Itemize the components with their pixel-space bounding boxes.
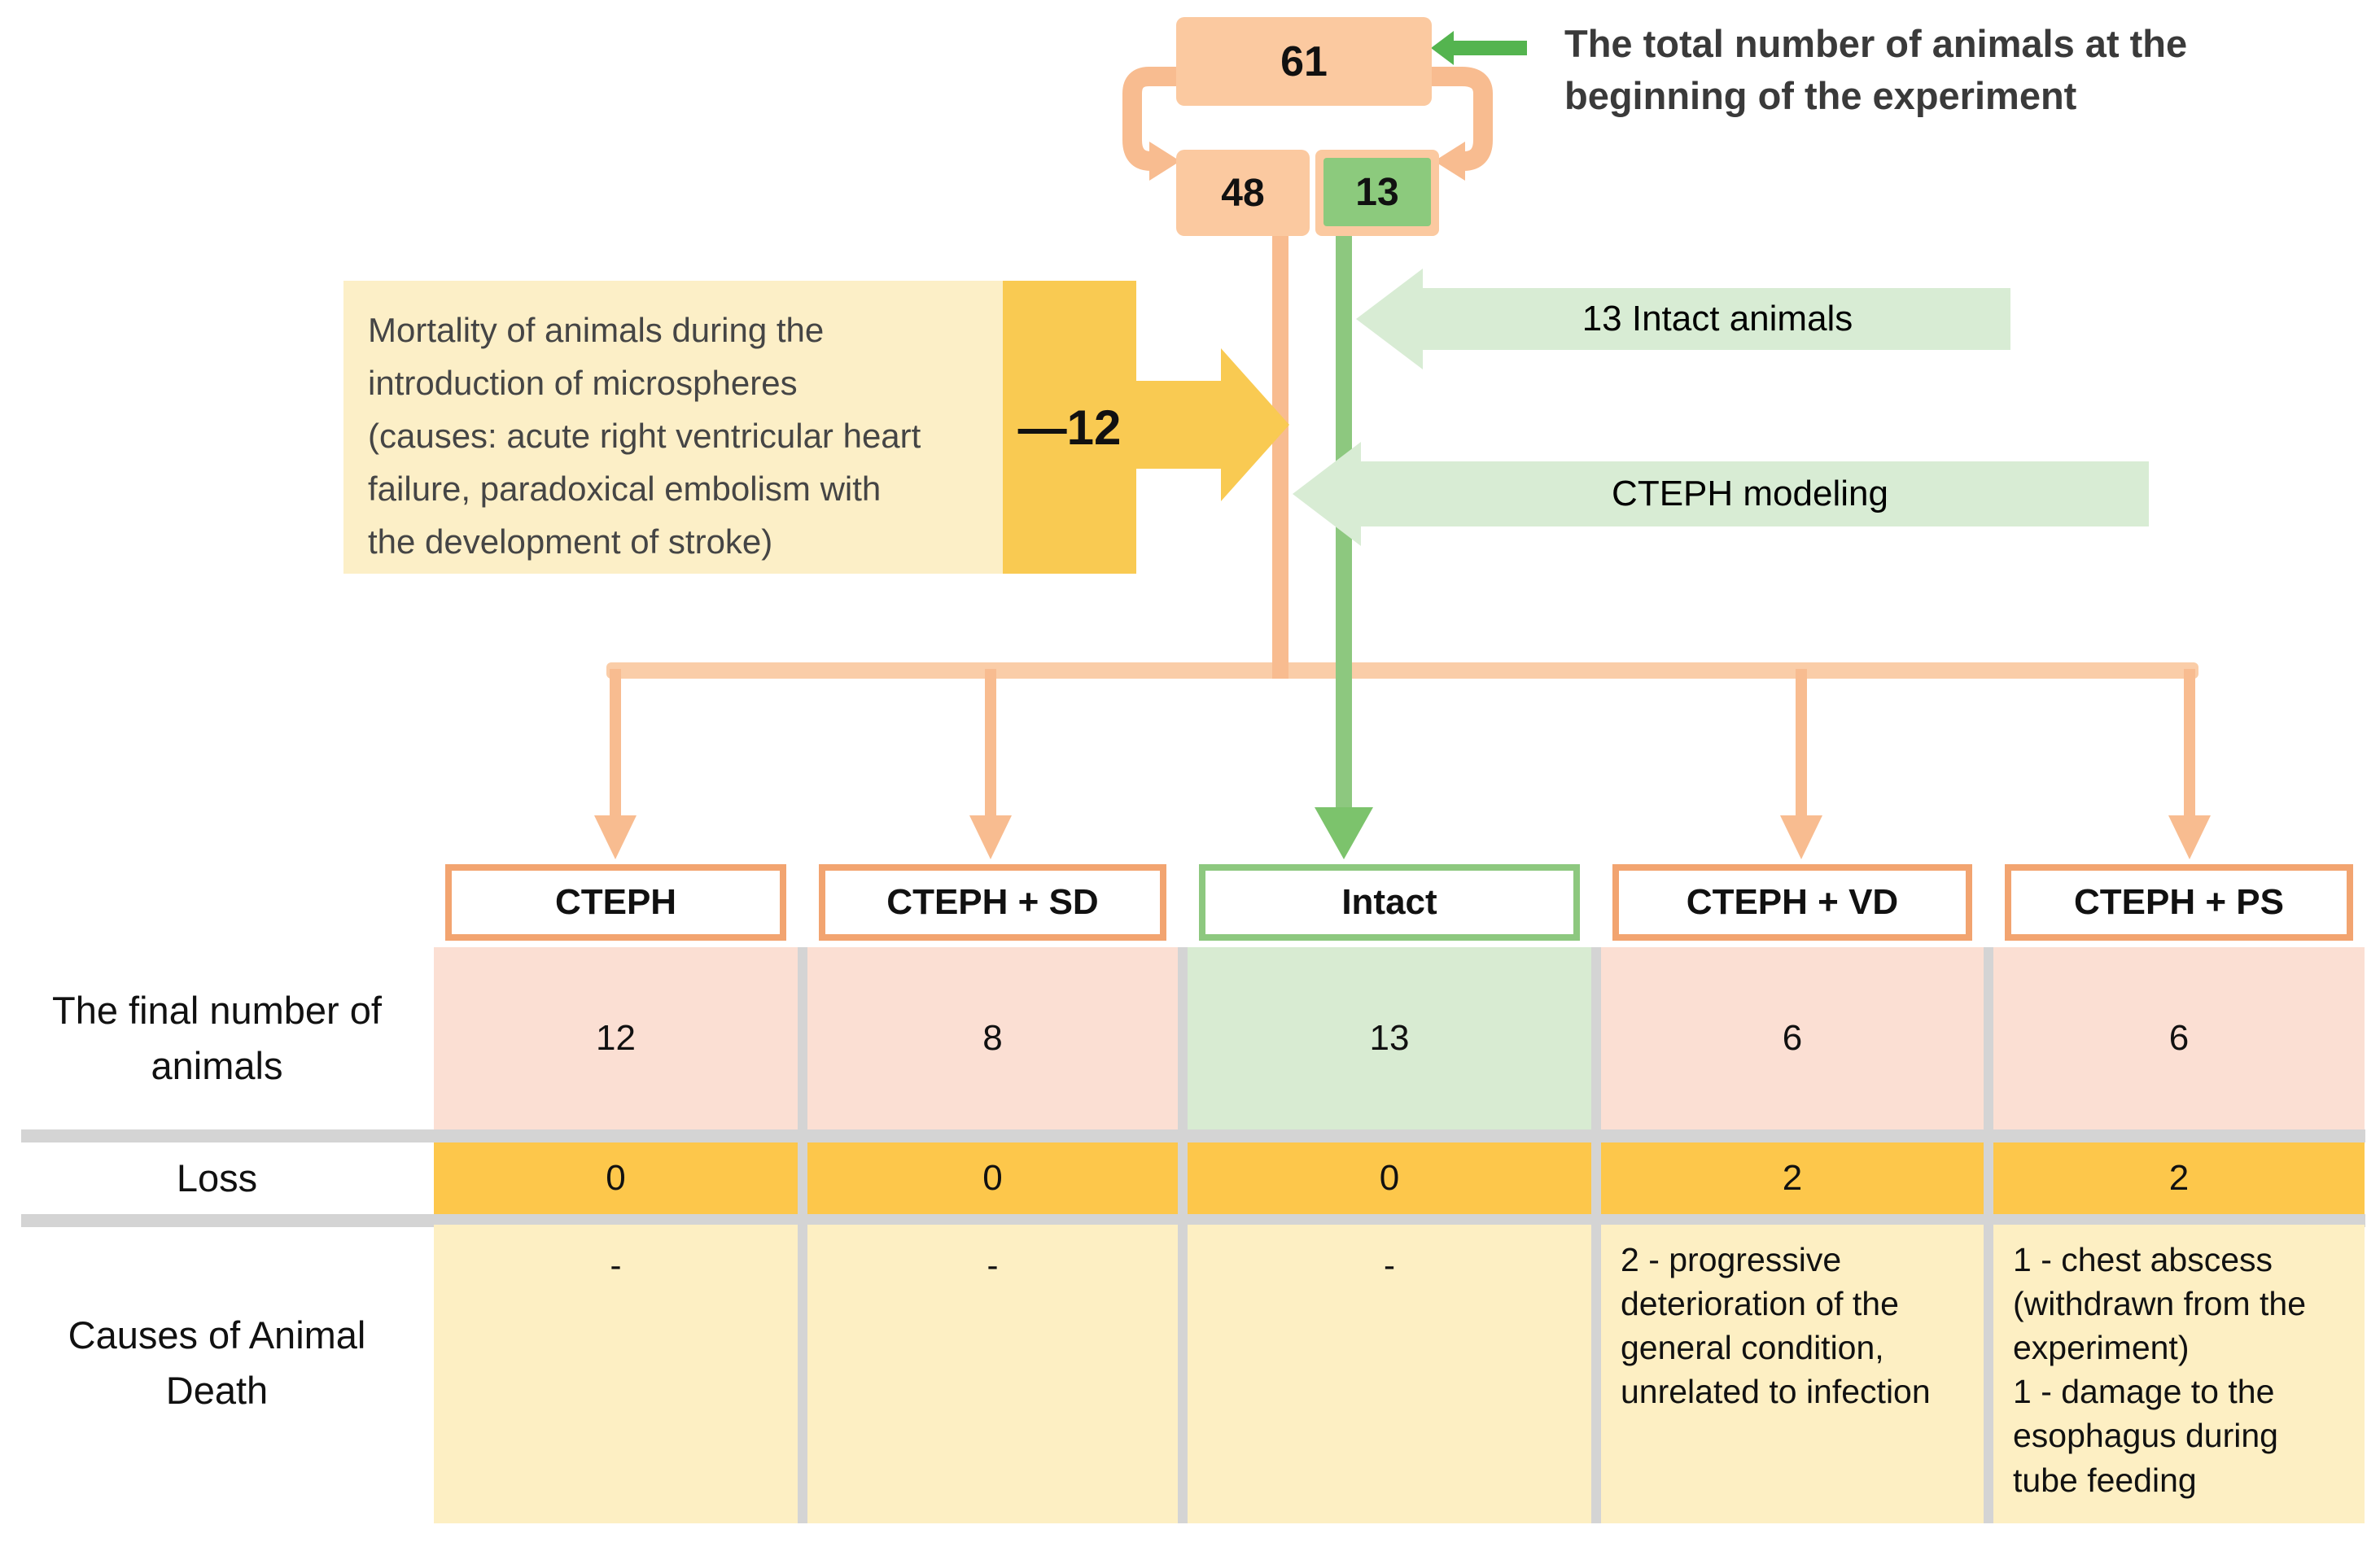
- mortality-delta-badge: —12: [1003, 281, 1136, 574]
- intact-group-count: 13: [1323, 158, 1431, 226]
- row-label-loss: Loss: [0, 1142, 434, 1214]
- column-divider: [1984, 947, 1993, 1523]
- loss-cteph: 0: [434, 1142, 798, 1214]
- branch-line: [606, 662, 2198, 679]
- column-divider: [798, 947, 807, 1523]
- total-animals-box: 61: [1176, 17, 1432, 106]
- column-divider: [1178, 947, 1188, 1523]
- intact-animals-arrow-label: 13 Intact animals: [1582, 299, 1853, 339]
- group-header-intact: Intact: [1199, 864, 1580, 941]
- causes-cteph-vd-text: 2 - progressive deterioration of the gen…: [1621, 1241, 1931, 1411]
- row-label-causes-text: Causes of Animal Death: [68, 1313, 366, 1412]
- drop-arrow-cteph-sd: [969, 669, 1012, 859]
- cteph-modeling-arrow-label: CTEPH modeling: [1612, 474, 1888, 513]
- drop-arrow-cteph-vd: [1780, 669, 1822, 859]
- drop-arrow-cteph: [594, 669, 637, 859]
- cteph-group-stem: [1272, 234, 1288, 679]
- row-label-final-number: The final number of animals: [0, 947, 434, 1129]
- loss-cteph-vd: 2: [1601, 1142, 1984, 1214]
- causes-cteph-ps-text: 1 - chest abscess (withdrawn from the ex…: [2013, 1241, 2307, 1499]
- column-divider: [1591, 947, 1601, 1523]
- final-number-cteph-vd: 6: [1601, 947, 1984, 1129]
- elbow-arrow-left: [1122, 67, 1180, 181]
- final-number-cteph-sd: 8: [807, 947, 1178, 1129]
- group-header-cteph-sd: CTEPH + SD: [819, 864, 1166, 941]
- intact-stem-arrow: [1315, 234, 1373, 859]
- causes-cteph: -: [434, 1225, 798, 1523]
- causes-cteph-vd: 2 - progressive deterioration of the gen…: [1601, 1225, 1984, 1523]
- row-label-final-number-text: The final number of animals: [52, 988, 382, 1087]
- total-annotation-arrow: [1431, 31, 1527, 65]
- mortality-note-text: Mortality of animals during the introduc…: [368, 311, 921, 561]
- group-header-cteph: CTEPH: [445, 864, 786, 941]
- group-header-cteph-vd: CTEPH + VD: [1612, 864, 1972, 941]
- mortality-note-box: [343, 281, 1003, 574]
- total-annotation-text: The total number of animals at the begin…: [1564, 22, 2188, 117]
- final-number-cteph: 12: [434, 947, 798, 1129]
- drop-arrow-cteph-ps: [2168, 669, 2211, 859]
- final-number-cteph-ps: 6: [1993, 947, 2365, 1129]
- causes-cteph-sd: -: [807, 1225, 1178, 1523]
- loss-cteph-ps: 2: [1993, 1142, 2365, 1214]
- intact-group-box: 13: [1315, 150, 1439, 236]
- row-divider: [21, 1214, 2365, 1227]
- causes-intact: -: [1188, 1225, 1591, 1523]
- row-label-loss-text: Loss: [176, 1156, 258, 1199]
- group-header-cteph-ps: CTEPH + PS: [2005, 864, 2353, 941]
- row-label-causes: Causes of Animal Death: [0, 1225, 434, 1501]
- final-number-intact: 13: [1188, 947, 1591, 1129]
- cteph-group-box: 48: [1176, 150, 1310, 236]
- loss-intact: 0: [1188, 1142, 1591, 1214]
- mortality-arrow: [1136, 348, 1289, 501]
- loss-cteph-sd: 0: [807, 1142, 1178, 1214]
- causes-cteph-ps: 1 - chest abscess (withdrawn from the ex…: [1993, 1225, 2365, 1523]
- row-divider: [21, 1129, 2365, 1142]
